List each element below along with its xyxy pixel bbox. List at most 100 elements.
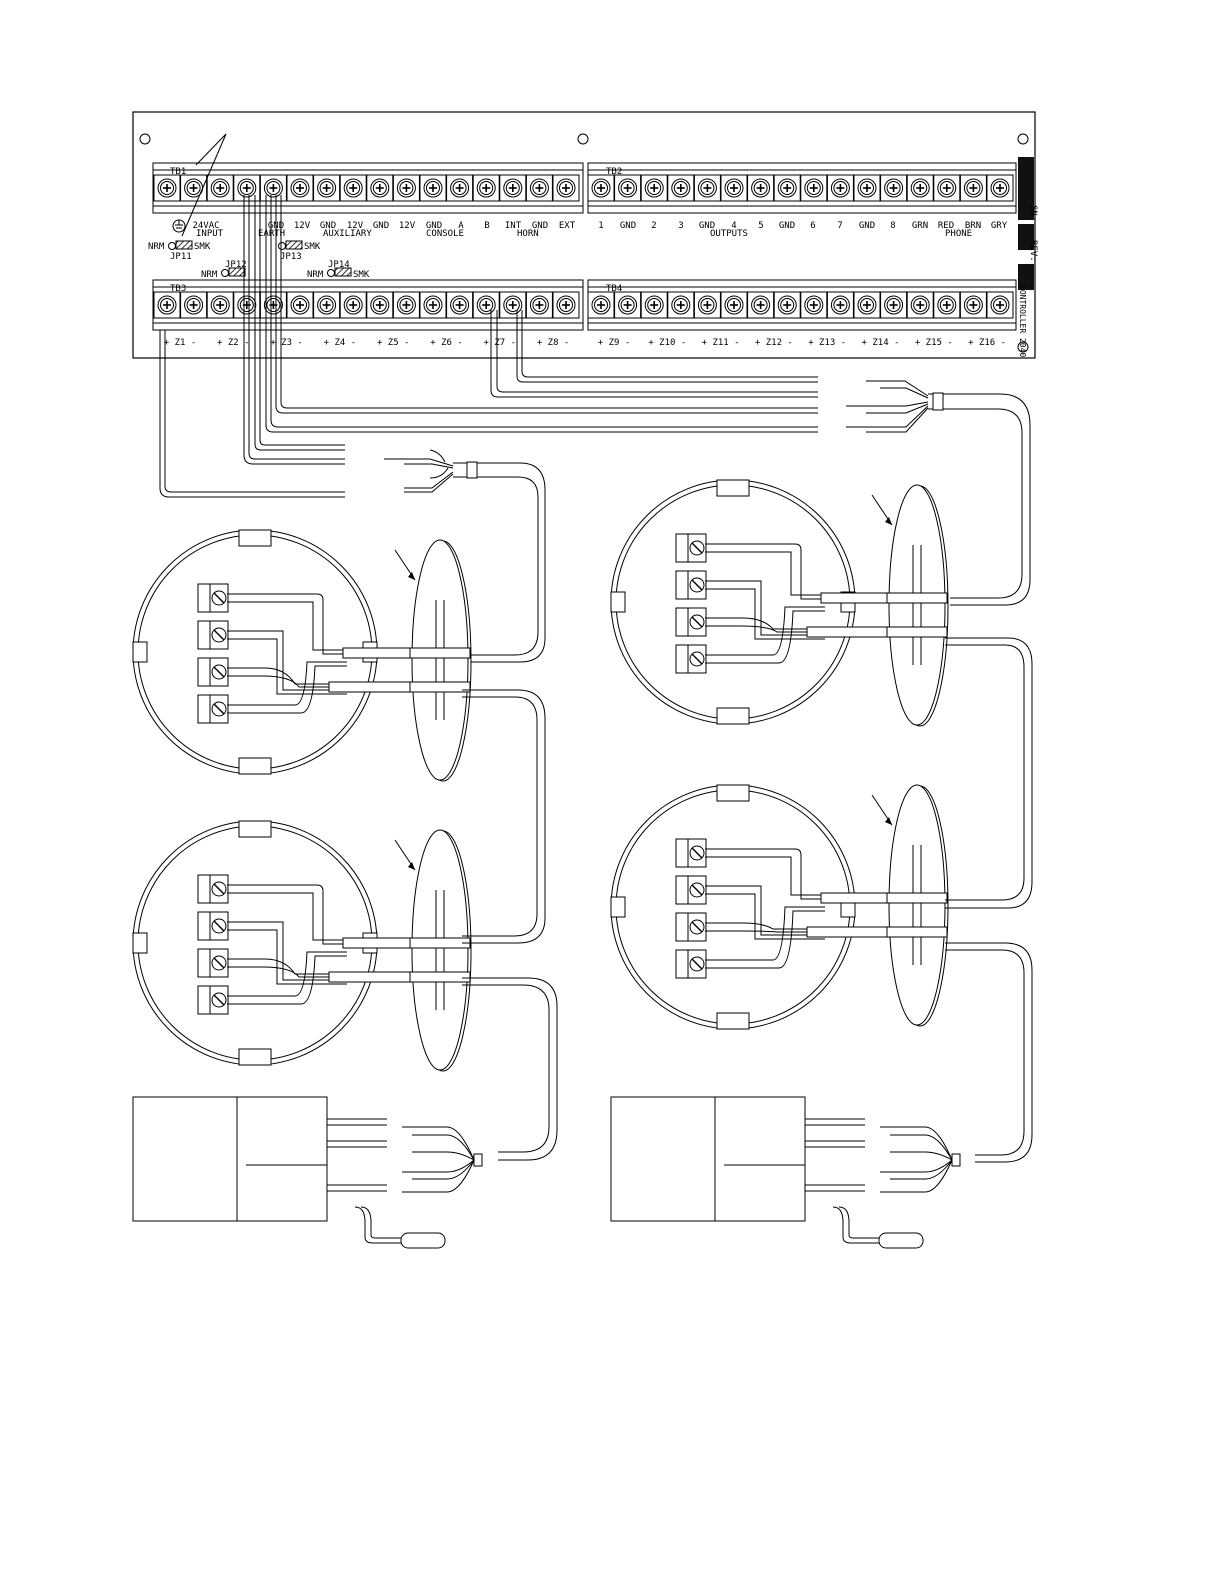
screw-terminal[interactable] [587,291,615,319]
svg-text:SMK: SMK [353,270,370,280]
screw-terminal[interactable] [312,174,341,202]
screw-terminal[interactable] [640,174,669,202]
screw-terminal[interactable] [826,291,855,319]
zone-label: + Z16 - [968,338,1006,348]
terminal-label: EXT [559,221,576,231]
screw-terminal[interactable] [153,291,181,319]
svg-text:NRM: NRM [201,270,218,280]
screw-terminal[interactable] [392,174,421,202]
detector-terminal[interactable] [197,874,229,904]
screw-terminal[interactable] [746,291,775,319]
screw-terminal[interactable] [552,291,580,319]
screw-terminal[interactable] [392,291,421,319]
detector-terminal[interactable] [675,644,707,674]
jp11-label: JP11 [170,252,192,262]
detector-terminal[interactable] [197,985,229,1015]
screw-terminal[interactable] [472,174,501,202]
screw-terminal[interactable] [986,291,1014,319]
detector-terminal[interactable] [675,949,707,979]
screw-terminal[interactable] [666,291,695,319]
screw-terminal[interactable] [472,291,501,319]
screw-terminal[interactable] [640,291,669,319]
detector-terminal[interactable] [675,875,707,905]
detector-terminal[interactable] [197,620,229,650]
screw-terminal[interactable] [932,174,961,202]
screw-terminal[interactable] [693,291,722,319]
detector-terminal[interactable] [675,533,707,563]
screw-terminal[interactable] [799,174,828,202]
screw-terminal[interactable] [525,291,554,319]
zone-label: + Z12 - [755,338,793,348]
screw-terminal[interactable] [525,174,554,202]
zone-label: + Z1 - [164,338,197,348]
screw-terminal[interactable] [339,291,368,319]
detector-terminal[interactable] [197,583,229,613]
screw-terminal[interactable] [932,291,961,319]
jumper-jp12[interactable]: JP12 NRM [201,260,247,280]
detector-terminal[interactable] [675,912,707,942]
screw-terminal[interactable] [773,174,802,202]
terminal-label: A [458,221,464,231]
screw-terminal[interactable] [879,174,908,202]
screw-terminal[interactable] [906,291,935,319]
screw-terminal[interactable] [853,174,881,202]
jumper-jp13[interactable]: SMK JP13 [278,240,321,262]
terminal-label: 2 [651,221,656,231]
detector-terminal[interactable] [675,570,707,600]
terminal-label: 7 [837,221,842,231]
screw-terminal[interactable] [339,174,368,202]
jumper-jp11[interactable]: NRM SMK JP11 [148,240,211,262]
screw-terminal[interactable] [153,174,181,202]
screw-terminal[interactable] [286,291,314,319]
screw-terminal[interactable] [906,174,935,202]
screw-terminal[interactable] [613,174,642,202]
screw-terminal[interactable] [445,174,474,202]
group-label-outputs: OUTPUTS [710,229,748,239]
detector-terminal[interactable] [675,607,707,637]
screw-terminal[interactable] [879,291,908,319]
jumper-jp14[interactable]: JP14 NRM SMK [307,260,370,280]
screw-terminal[interactable] [179,291,208,319]
screw-terminal[interactable] [498,174,527,202]
screw-terminal[interactable] [746,174,775,202]
smoke-detector-1 [132,529,472,782]
detector-terminal[interactable] [197,694,229,724]
controller-label: CONTROLLER 2040 [1018,285,1027,357]
screw-terminal[interactable] [552,174,580,202]
screw-terminal[interactable] [233,174,261,202]
screw-terminal[interactable] [445,291,474,319]
screw-terminal[interactable] [206,291,234,319]
screw-terminal[interactable] [959,291,988,319]
detector-terminal[interactable] [675,838,707,868]
screw-terminal[interactable] [693,174,722,202]
detector-terminal[interactable] [197,657,229,687]
screw-terminal[interactable] [666,174,695,202]
screw-terminal[interactable] [365,174,394,202]
screw-terminal[interactable] [419,174,447,202]
smoke-detector-4 [610,784,949,1030]
screw-terminal[interactable] [959,174,988,202]
screw-terminal[interactable] [312,291,341,319]
screw-terminal[interactable] [259,174,288,202]
screw-terminal[interactable] [773,291,802,319]
screw-terminal[interactable] [286,174,314,202]
screw-terminal[interactable] [986,174,1014,202]
detector-terminal[interactable] [197,948,229,978]
screw-terminal[interactable] [853,291,881,319]
screw-terminal[interactable] [259,291,288,319]
screw-terminal[interactable] [206,174,234,202]
screw-terminal[interactable] [233,291,261,319]
screw-terminal[interactable] [799,291,828,319]
screw-terminal[interactable] [587,174,615,202]
screw-terminal[interactable] [365,291,394,319]
detector-terminal[interactable] [197,911,229,941]
jp13-label: JP13 [280,252,302,262]
tb4-label: TB4 [606,284,622,294]
zone-label: + Z4 - [324,338,357,348]
controller-board: SN: REV: CONTROLLER 2040 TB1 TB2 TB3 TB4 [132,111,1038,359]
screw-terminal[interactable] [720,291,748,319]
screw-terminal[interactable] [720,174,748,202]
screw-terminal[interactable] [826,174,855,202]
screw-terminal[interactable] [419,291,447,319]
screw-terminal[interactable] [613,291,642,319]
